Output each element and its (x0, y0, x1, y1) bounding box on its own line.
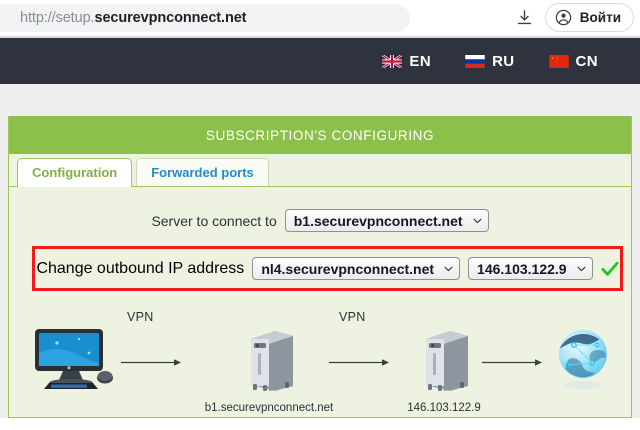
chevron-down-icon (444, 266, 453, 271)
server-to-connect-select[interactable]: b1.securevpnconnect.net (284, 209, 489, 232)
tab-forwarded-ports[interactable]: Forwarded ports (136, 158, 269, 186)
page-top-spacer (0, 84, 640, 116)
outbound-ip-select[interactable]: 146.103.122.9 (468, 257, 593, 280)
download-icon[interactable] (515, 8, 535, 28)
china-flag-icon (548, 54, 569, 68)
outbound-ip-highlight-box: Change outbound IP address nl4.securevpn… (32, 246, 623, 291)
subscription-panel: SUBSCRIPTION'S CONFIGURING Configuration… (8, 116, 632, 418)
panel-wrapper: SUBSCRIPTION'S CONFIGURING Configuration… (0, 116, 640, 418)
diagram-arrow-2 (329, 359, 389, 366)
url-host: securevpnconnect.net (94, 10, 247, 26)
page-title: SUBSCRIPTION'S CONFIGURING (205, 127, 435, 143)
diagram-node-server-2: 146.103.122.9 (389, 327, 499, 414)
desktop-computer-icon (35, 329, 113, 389)
lang-label-cn: CN (575, 52, 598, 70)
toolbar-divider (0, 36, 640, 38)
browser-right-controls: Войти (515, 3, 634, 32)
diagram-node-client (23, 327, 123, 398)
diagram-node-server-1-caption: b1.securevpnconnect.net (204, 402, 334, 414)
panel-header: SUBSCRIPTION'S CONFIGURING (9, 116, 631, 154)
outbound-ip-value: 146.103.122.9 (477, 260, 567, 277)
server-to-connect-value: b1.securevpnconnect.net (293, 212, 463, 229)
server-to-connect-label: Server to connect to (151, 212, 277, 229)
outbound-ip-row: Change outbound IP address nl4.securevpn… (35, 257, 620, 280)
account-circle-icon (554, 8, 574, 28)
language-nav: EN RU CN (0, 38, 640, 84)
server-tower-icon (426, 331, 468, 391)
browser-toolbar: http://setup.securevpnconnect.net (0, 0, 640, 36)
url-scheme: http://setup. (20, 10, 95, 26)
outbound-server-value: nl4.securevpnconnect.net (261, 260, 435, 277)
diagram-node-server-1: b1.securevpnconnect.net (189, 327, 349, 414)
russia-flag-icon (465, 54, 485, 68)
lang-label-ru: RU (492, 52, 515, 70)
tab-configuration[interactable]: Configuration (17, 158, 133, 187)
diagram-node-internet (543, 327, 623, 398)
address-bar[interactable]: http://setup.securevpnconnect.net (0, 4, 410, 32)
lang-item-en[interactable]: EN (382, 53, 431, 70)
diagram-arrow-1 (121, 359, 181, 366)
configuration-form: Server to connect to b1.securevpnconnect… (9, 187, 631, 423)
chevron-down-icon (577, 266, 586, 271)
diagram-arrow-3 (482, 359, 542, 366)
vpn-link-label-1: VPN (127, 310, 154, 324)
uk-flag-icon (382, 54, 403, 68)
tab-bar: Configuration Forwarded ports (9, 154, 631, 187)
lang-item-cn[interactable]: CN (548, 52, 598, 70)
tab-forwarded-ports-label: Forwarded ports (151, 165, 254, 180)
network-diagram: VPN VPN (9, 305, 631, 423)
globe-icon (559, 330, 607, 389)
url-text: http://setup.securevpnconnect.net (20, 10, 247, 26)
diagram-node-server-2-caption: 146.103.122.9 (407, 402, 481, 414)
outbound-server-select[interactable]: nl4.securevpnconnect.net (252, 257, 461, 280)
server-tower-icon (251, 331, 293, 391)
lang-item-ru[interactable]: RU (465, 53, 514, 70)
sign-in-button[interactable]: Войти (544, 3, 634, 32)
server-to-connect-row: Server to connect to b1.securevpnconnect… (9, 209, 631, 232)
outbound-ip-label: Change outbound IP address (36, 259, 245, 277)
chevron-down-icon (473, 218, 482, 223)
sign-in-label: Войти (579, 10, 621, 25)
green-check-icon (601, 261, 619, 276)
lang-label-en: EN (409, 52, 432, 70)
tab-configuration-label: Configuration (32, 165, 118, 180)
vpn-link-label-2: VPN (339, 310, 366, 324)
